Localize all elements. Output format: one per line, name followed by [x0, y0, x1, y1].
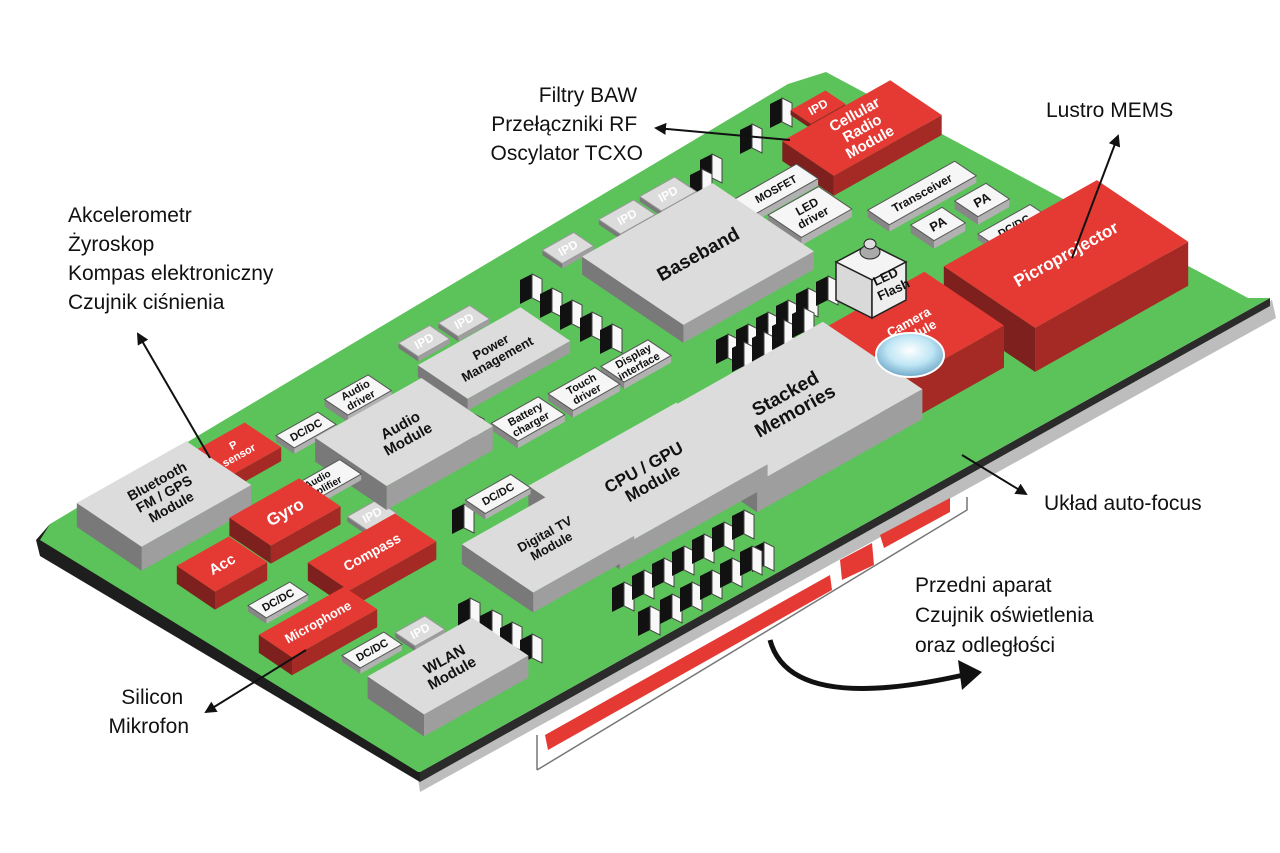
- capacitor: [770, 97, 793, 128]
- capacitor: [612, 581, 635, 612]
- arrow-af: [961, 454, 1028, 496]
- pa-chip: PA: [953, 182, 1011, 225]
- capacitor: [452, 503, 475, 534]
- dcdc-chip: DC/DC: [341, 631, 403, 674]
- ipd-chip: IPD: [397, 324, 451, 362]
- wlan-module: WLANModule: [367, 617, 529, 737]
- annotation-front: Przedni aparat Czujnik oświetlenia oraz …: [915, 574, 1099, 657]
- pa-chip: PA: [909, 206, 967, 249]
- camera-lens-icon: [875, 332, 945, 378]
- arrow-mems: [1071, 134, 1121, 259]
- capacitor: [540, 287, 563, 318]
- capacitor: [652, 557, 675, 588]
- passive-components: [440, 97, 989, 664]
- capacitor: [600, 323, 623, 354]
- baseband-chip: Baseband: [582, 183, 814, 343]
- callout-arrows: [136, 122, 1121, 714]
- capacitor: [700, 569, 723, 600]
- capacitor: [712, 521, 735, 552]
- arrow-sensors: [136, 332, 211, 459]
- ipd-chip: IPD: [437, 304, 491, 342]
- ipd-chip: IPD: [541, 231, 595, 269]
- capacitor: [680, 581, 703, 612]
- capacitor: [660, 593, 683, 624]
- dcdc-chip: DC/DC: [464, 473, 532, 520]
- chip-layer: IPDIPDIPDIPDIPDIPDIPDIPDCellularRadioMod…: [76, 80, 1189, 737]
- annotation-mems: Lustro MEMS: [1046, 99, 1173, 122]
- acc-chip: Acc: [176, 536, 268, 610]
- underside-modules: [536, 497, 968, 771]
- capacitor: [720, 557, 743, 588]
- audio-module: AudioModule: [315, 378, 493, 510]
- digital-tv-module: Digital TVModule: [461, 487, 635, 613]
- led-driver-chip: LEDdriver: [767, 186, 853, 246]
- arrow-rotate-head: [958, 660, 982, 690]
- capacitor: [732, 509, 755, 540]
- capacitor: [580, 311, 603, 342]
- annotation-sensors: Akcelerometr Żyroskop Kompas elektronicz…: [68, 204, 279, 314]
- annotation-mic: Silicon Mikrofon: [108, 686, 189, 738]
- capacitor: [740, 545, 763, 576]
- power-management-chip: PowerManagement: [417, 307, 571, 411]
- bluetooth-fm-gps-module: BluetoothFM / GPSModule: [76, 441, 252, 571]
- capacitor: [632, 569, 655, 600]
- capacitor: [672, 545, 695, 576]
- arrow-mic: [204, 649, 307, 714]
- gyro-chip: Gyro: [229, 478, 341, 564]
- annotations: Filtry BAW Przełączniki RF Oscylator TCX…: [68, 84, 1202, 738]
- touch-driver-chip: Touchdriver: [547, 366, 621, 418]
- capacitor: [740, 123, 763, 154]
- arrow-baw: [654, 122, 791, 141]
- capacitor: [692, 533, 715, 564]
- annotation-af: Układ auto-focus: [1044, 492, 1202, 515]
- arrow-rotate: [767, 639, 969, 691]
- capacitor: [638, 605, 661, 636]
- led-flash-chip: LED Flash: [834, 238, 912, 320]
- annotation-baw: Filtry BAW Przełączniki RF Oscylator TCX…: [491, 84, 643, 165]
